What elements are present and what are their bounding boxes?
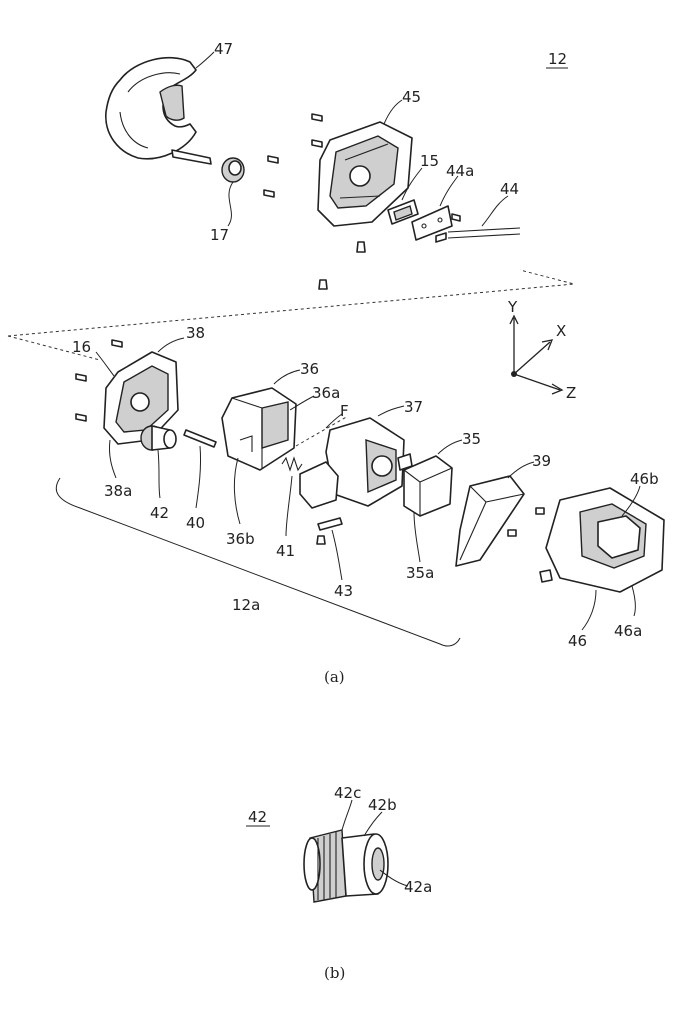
part-43-clip <box>316 517 343 581</box>
part-42-detail <box>303 799 409 903</box>
label-38a: 38a <box>104 482 132 500</box>
label-F: F <box>340 402 349 420</box>
label-46b: 46b <box>630 470 659 488</box>
part-39-cover <box>455 461 545 567</box>
label-36: 36 <box>300 360 319 378</box>
sub-assembly-ref-label: 12a <box>232 596 260 614</box>
label-15: 15 <box>420 152 439 170</box>
leader-45 <box>383 99 403 125</box>
bracket-12a <box>55 477 461 647</box>
screws-left <box>75 339 123 422</box>
part-40-shaft <box>183 429 217 509</box>
label-41: 41 <box>276 542 295 560</box>
label-40: 40 <box>186 514 205 532</box>
label-42c: 42c <box>334 784 361 802</box>
part-35-battery <box>403 439 463 563</box>
axis-line-F <box>295 415 349 447</box>
screws-top <box>263 113 461 290</box>
label-36b: 36b <box>226 530 255 548</box>
label-43: 43 <box>334 582 353 600</box>
caption-b: (b) <box>324 964 345 982</box>
part-41-spring <box>281 456 303 537</box>
part-44a-board <box>411 175 459 243</box>
caption-a: (a) <box>324 668 345 686</box>
label-46: 46 <box>568 632 587 650</box>
part-46-case <box>539 485 665 631</box>
detail-part-ref-label: 42 <box>248 808 267 826</box>
label-44: 44 <box>500 180 519 198</box>
part-17-gear <box>171 149 245 227</box>
label-17: 17 <box>210 226 229 244</box>
label-16: 16 <box>72 338 91 356</box>
axis-y-label: Y <box>507 298 518 316</box>
label-35: 35 <box>462 430 481 448</box>
label-35a: 35a <box>406 564 434 582</box>
label-45: 45 <box>402 88 421 106</box>
axis-x-label: X <box>556 322 566 340</box>
group-boundary-dashed <box>7 269 575 337</box>
part-15-switch <box>387 167 423 225</box>
label-37: 37 <box>404 398 423 416</box>
coordinate-axes <box>509 314 564 395</box>
label-42b: 42b <box>368 796 397 814</box>
label-42: 42 <box>150 504 169 522</box>
part-45-housing <box>317 121 413 227</box>
label-46a: 46a <box>614 622 642 640</box>
label-44a: 44a <box>446 162 474 180</box>
axis-z-label: Z <box>566 384 576 402</box>
part-37-gearbox <box>299 405 413 509</box>
part-38-frame <box>95 337 185 479</box>
assembly-ref-label: 12 <box>548 50 567 68</box>
part-44-cable <box>447 195 521 239</box>
label-36a: 36a <box>312 384 340 402</box>
part-36-motor-block <box>221 369 315 525</box>
label-47: 47 <box>214 40 233 58</box>
part-42-gear <box>140 425 177 499</box>
label-39: 39 <box>532 452 551 470</box>
leader-47 <box>195 51 215 69</box>
label-42a: 42a <box>404 878 432 896</box>
label-38: 38 <box>186 324 205 342</box>
part-47-cushion <box>105 56 197 160</box>
